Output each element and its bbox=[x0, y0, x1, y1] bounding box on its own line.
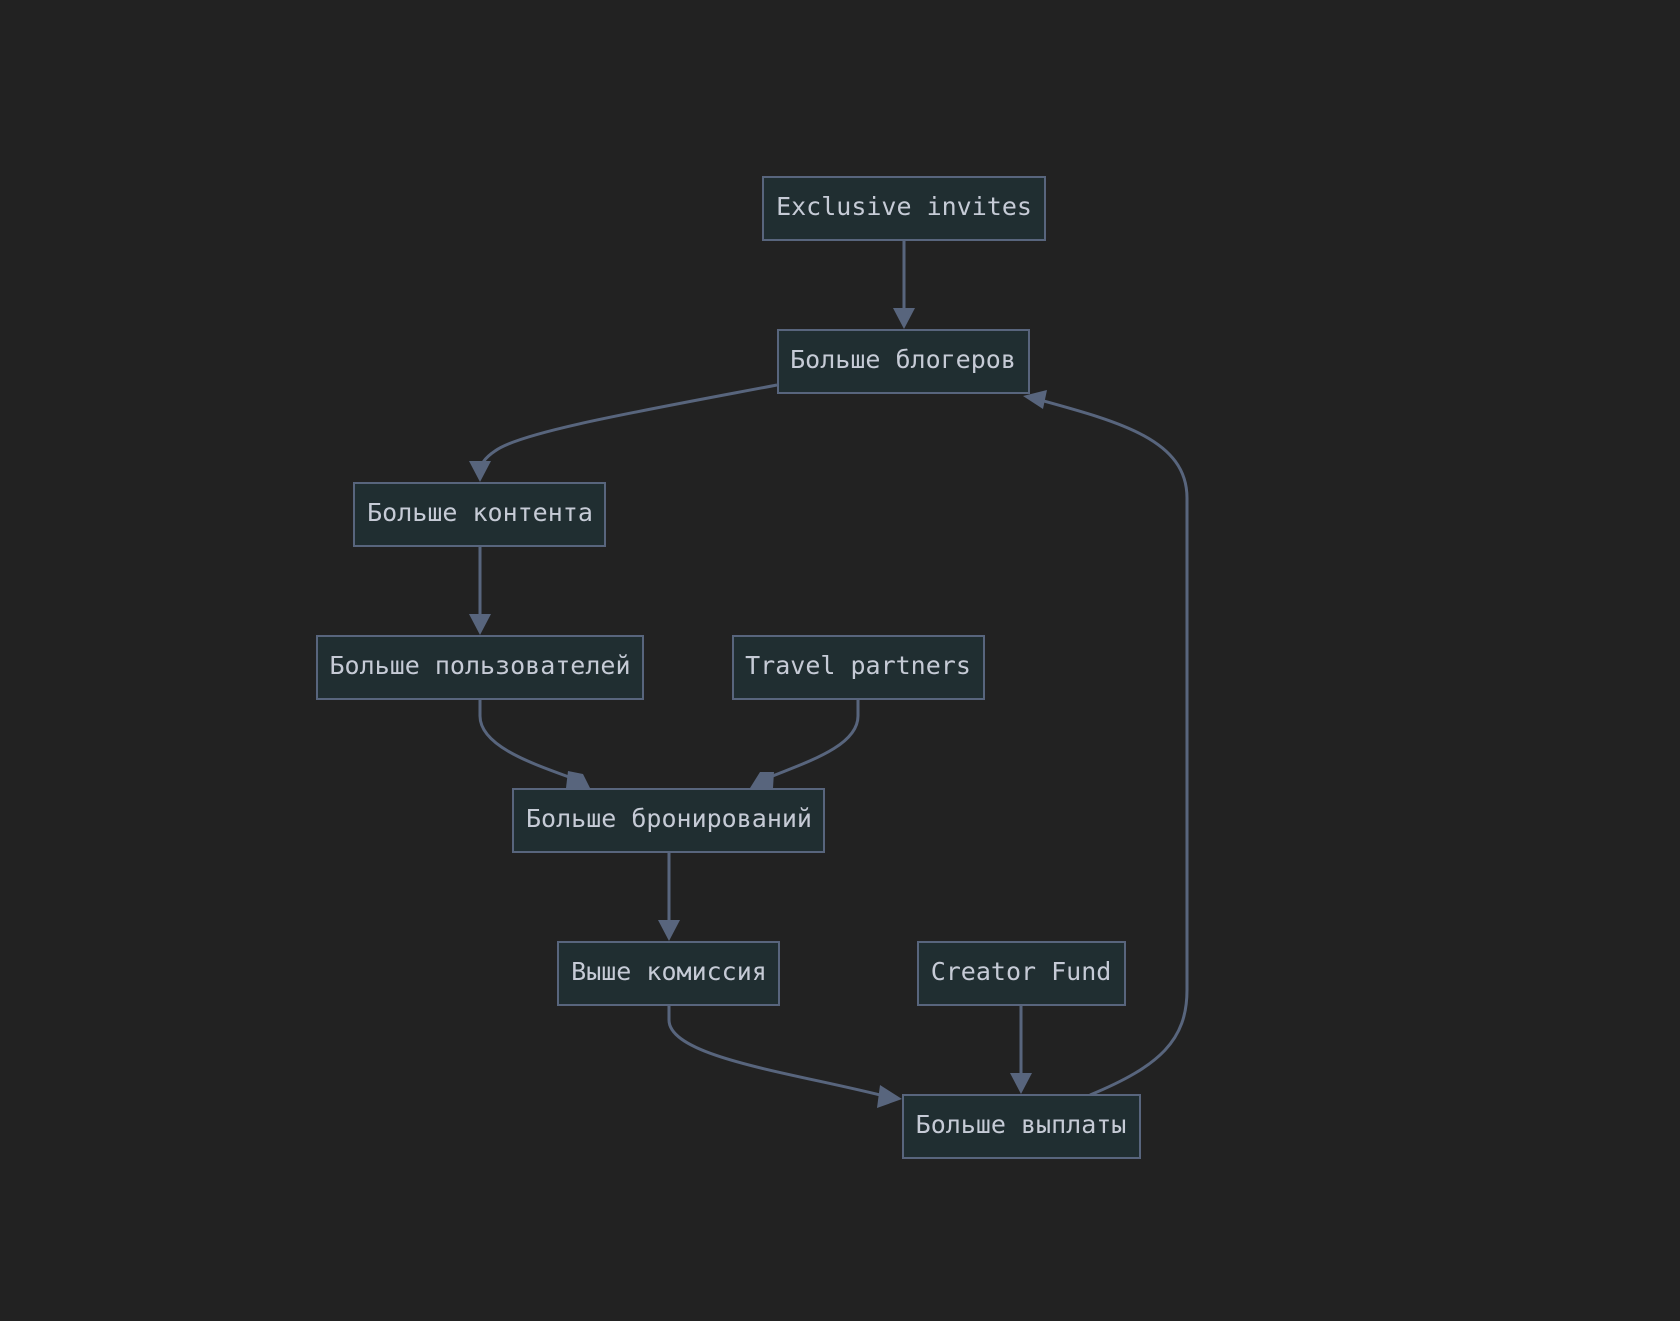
node-label: Выше комиссия bbox=[571, 957, 767, 986]
arrowhead-invites-to-bloggers bbox=[893, 308, 915, 329]
edges bbox=[469, 241, 1189, 1108]
edge-users-to-bookings bbox=[478, 700, 578, 782]
node-label: Больше бронирований bbox=[526, 804, 812, 833]
edge-commission-to-payouts bbox=[667, 1006, 889, 1099]
node-label: Больше блогеров bbox=[790, 345, 1016, 374]
node-exclusive-invites[interactable]: Exclusive invites bbox=[762, 176, 1046, 241]
node-label: Travel partners bbox=[745, 651, 971, 680]
node-label: Exclusive invites bbox=[776, 192, 1032, 221]
node-label: Больше контента bbox=[367, 498, 593, 527]
arrowhead-content-to-users bbox=[469, 614, 491, 635]
arrowhead-bloggers-to-content bbox=[469, 461, 491, 482]
edge-payouts-to-bloggers bbox=[1039, 398, 1189, 1097]
node-more-users[interactable]: Больше пользователей bbox=[316, 635, 644, 700]
arrowhead-partners-to-bookings bbox=[750, 772, 774, 788]
node-more-bookings[interactable]: Больше бронирований bbox=[512, 788, 825, 853]
arrowhead-payouts-to-bloggers bbox=[1023, 390, 1047, 409]
node-higher-commission[interactable]: Выше комиссия bbox=[557, 941, 780, 1006]
edge-partners-to-bookings bbox=[762, 700, 860, 782]
edge-bloggers-to-content bbox=[478, 383, 778, 473]
node-label: Creator Fund bbox=[931, 957, 1112, 986]
arrowhead-bookings-to-commission bbox=[658, 920, 680, 941]
node-travel-partners[interactable]: Travel partners bbox=[732, 635, 985, 700]
node-more-bloggers[interactable]: Больше блогеров bbox=[777, 329, 1030, 394]
arrowhead-fund-to-payouts bbox=[1010, 1073, 1032, 1094]
node-creator-fund[interactable]: Creator Fund bbox=[917, 941, 1126, 1006]
node-label: Больше пользователей bbox=[329, 651, 630, 680]
node-more-content[interactable]: Больше контента bbox=[353, 482, 606, 547]
node-more-payouts[interactable]: Больше выплаты bbox=[902, 1094, 1141, 1159]
arrowhead-users-to-bookings bbox=[566, 771, 590, 788]
node-label: Больше выплаты bbox=[916, 1110, 1127, 1139]
nodes: Exclusive invites Больше блогеров Больше… bbox=[316, 176, 1141, 1159]
arrowhead-commission-to-payouts bbox=[877, 1085, 902, 1108]
